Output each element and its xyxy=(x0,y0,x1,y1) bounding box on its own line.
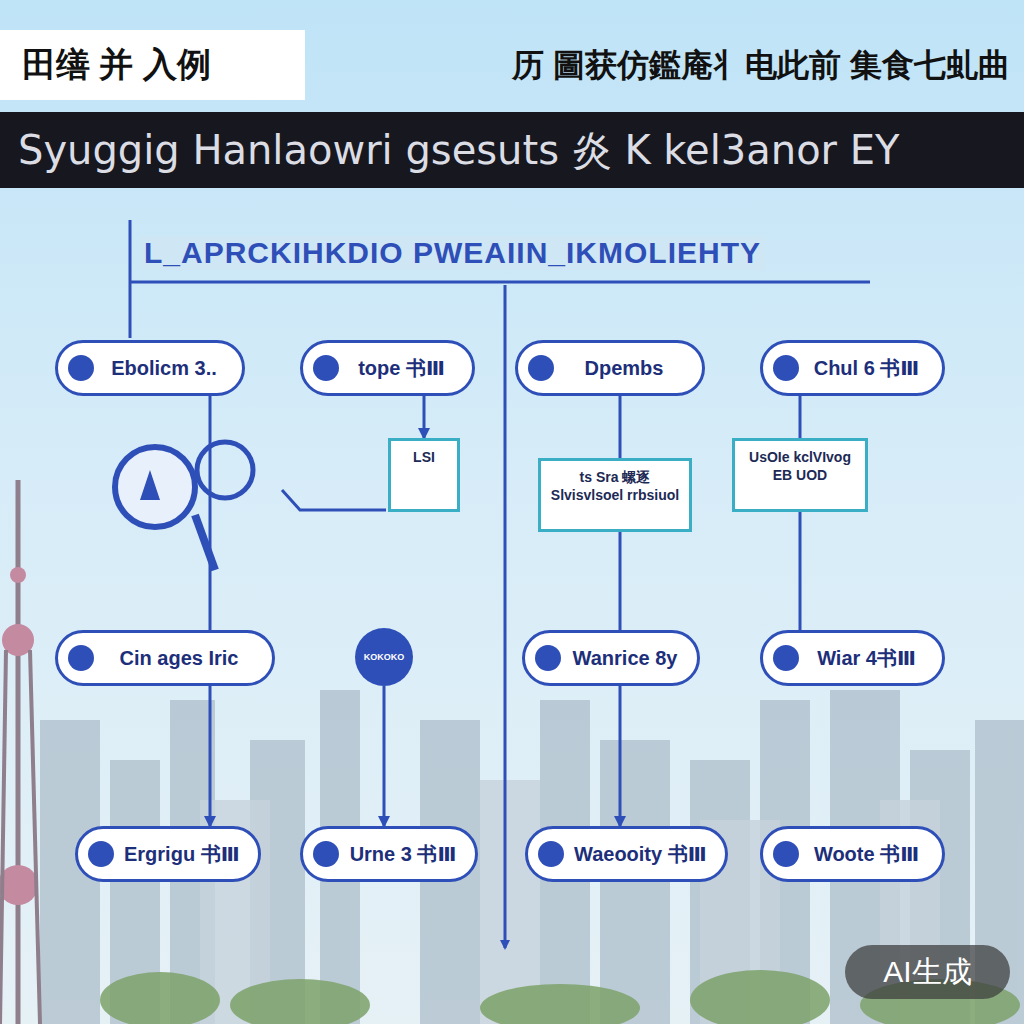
node-text: UsOIe kclVIvog EB UOD xyxy=(749,449,851,483)
bullet-dot xyxy=(68,355,94,381)
tower xyxy=(0,480,40,1024)
circle-node: KOKOKO xyxy=(355,628,413,686)
bullet-dot xyxy=(313,355,339,381)
node-text: ts Sra 螺逐 Slvisvlsoel rrbsiuol xyxy=(551,469,679,503)
node-text: KOKOKO xyxy=(364,652,405,662)
node-text: Woote 书Ⅲ xyxy=(814,841,919,868)
bullet-dot xyxy=(773,841,799,867)
node-text: Wanrice 8y xyxy=(573,647,678,670)
magnifier-icon xyxy=(115,442,253,570)
bullet-dot xyxy=(773,645,799,671)
node-text: Urne 3 书Ⅲ xyxy=(350,841,457,868)
flow-connector xyxy=(619,396,622,458)
flow-connector xyxy=(209,396,212,630)
leader-line xyxy=(282,490,386,510)
flow-connector xyxy=(209,686,212,826)
bracket-line xyxy=(130,281,870,284)
node-text: LSI xyxy=(413,449,435,465)
diagram-title: Syuggig Hanlaowri gsesuts 炎 K kel3anor E… xyxy=(18,122,1024,178)
process-pill: Woote 书Ⅲ xyxy=(760,826,945,882)
watermark: AI生成 xyxy=(845,945,1010,999)
flow-connector xyxy=(619,686,622,826)
process-pill: Waeooity 书Ⅲ xyxy=(525,826,728,882)
bullet-dot xyxy=(538,841,564,867)
bullet-dot xyxy=(313,841,339,867)
node-text: Cin ages Iric xyxy=(120,647,239,670)
process-pill: Chul 6 书Ⅲ xyxy=(760,340,945,396)
trunk-line xyxy=(504,285,507,948)
section-heading: L_APRCKIHKDIO PWEAIIN_IKMOLIEHTY xyxy=(140,236,765,270)
process-pill: tope 书Ⅲ xyxy=(300,340,475,396)
process-pill: Wanrice 8y xyxy=(522,630,700,686)
node-text: Dpembs xyxy=(585,357,664,380)
flow-connector xyxy=(383,686,386,826)
bullet-dot xyxy=(528,355,554,381)
header-text: 历 圖获仿鑑庵丬电此前 集食七虬曲 xyxy=(512,44,1010,88)
bullet-dot xyxy=(68,645,94,671)
flow-connector xyxy=(799,396,802,438)
bracket-line xyxy=(129,220,132,338)
flow-connector xyxy=(799,512,802,630)
node-text: Wiar 4书Ⅲ xyxy=(817,645,916,672)
info-card: UsOIe kclVIvog EB UOD xyxy=(732,438,868,512)
node-text: Chul 6 书Ⅲ xyxy=(814,355,920,382)
process-pill: Ergrigu 书Ⅲ xyxy=(75,826,261,882)
info-card: ts Sra 螺逐 Slvisvlsoel rrbsiuol xyxy=(538,458,692,532)
header-text: 田缮 并 入例 xyxy=(22,42,211,88)
node-text: Ergrigu 书Ⅲ xyxy=(124,841,240,868)
bullet-dot xyxy=(773,355,799,381)
bullet-dot xyxy=(535,645,561,671)
node-text: tope 书Ⅲ xyxy=(358,355,445,382)
node-text: Ebolicm 3.. xyxy=(111,357,217,380)
process-pill: Ebolicm 3.. xyxy=(55,340,245,396)
process-pill: Dpembs xyxy=(515,340,705,396)
process-pill: Urne 3 书Ⅲ xyxy=(300,826,478,882)
node-text: Waeooity 书Ⅲ xyxy=(574,841,707,868)
process-pill: Wiar 4书Ⅲ xyxy=(760,630,945,686)
process-pill: Cin ages Iric xyxy=(55,630,275,686)
flow-connector xyxy=(619,532,622,630)
bullet-dot xyxy=(88,841,114,867)
flow-connector xyxy=(423,396,426,438)
info-card: LSI xyxy=(388,438,460,512)
